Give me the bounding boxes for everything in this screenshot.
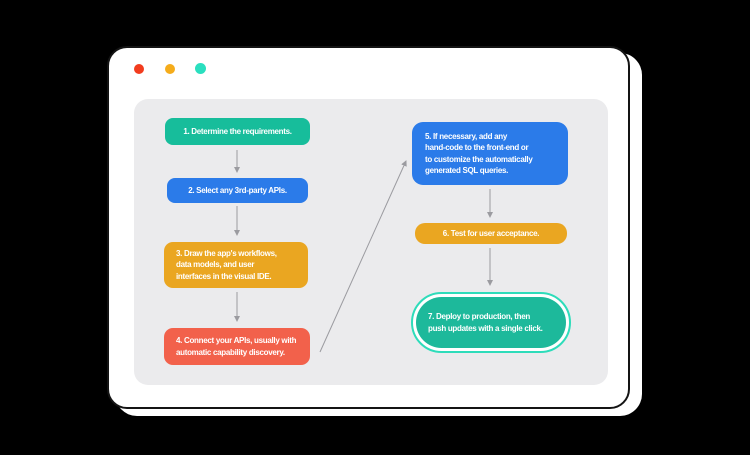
flow-step-3: 3. Draw the app's workflows, data models… — [164, 242, 308, 288]
flow-step-3-line-1: 3. Draw the app's workflows, — [176, 248, 277, 258]
flow-step-4-line-1: 4. Connect your APIs, usually with — [176, 336, 297, 345]
flow-step-5-line-4: generated SQL queries. — [425, 166, 509, 175]
flow-step-6: 6. Test for user acceptance. — [415, 223, 567, 244]
flow-step-5: 5. If necessary, add any hand-code to th… — [412, 122, 568, 185]
flow-step-7-outline-ring: 7. Deploy to production, then push updat… — [411, 292, 571, 353]
flow-step-3-line-2: data models, and user — [176, 260, 255, 270]
connector-4-5 — [319, 160, 407, 353]
flow-step-3-line-3: interfaces in the visual IDE. — [176, 271, 272, 281]
flow-step-4-line-2: automatic capability discovery. — [176, 347, 285, 357]
flow-step-7-line-1: 7. Deploy to production, then — [428, 312, 530, 321]
flowchart-canvas: 1. Determine the requirements. 2. Select… — [134, 99, 608, 385]
flow-step-6-label: 6. Test for user acceptance. — [442, 228, 540, 238]
flow-step-2: 2. Select any 3rd-party APIs. — [167, 178, 308, 203]
window-close-dot-icon — [134, 64, 144, 74]
browser-window: 1. Determine the requirements. 2. Select… — [107, 46, 630, 409]
window-minimize-dot-icon — [165, 64, 175, 74]
flow-step-5-line-3: to customize the automatically — [425, 154, 533, 164]
window-maximize-dot-icon — [195, 63, 206, 74]
flow-step-1: 1. Determine the requirements. — [165, 118, 310, 145]
flow-step-2-label: 2. Select any 3rd-party APIs. — [188, 185, 287, 195]
flow-connectors — [234, 150, 493, 353]
flow-step-5-line-2: hand-code to the front-end or — [425, 143, 529, 152]
flow-step-7: 7. Deploy to production, then push updat… — [416, 297, 566, 348]
flow-step-7-line-2: push updates with a single click. — [428, 323, 543, 333]
flow-step-4: 4. Connect your APIs, usually with autom… — [164, 328, 310, 365]
flow-step-5-line-1: 5. If necessary, add any — [425, 131, 508, 141]
flow-step-1-label: 1. Determine the requirements. — [183, 126, 292, 136]
